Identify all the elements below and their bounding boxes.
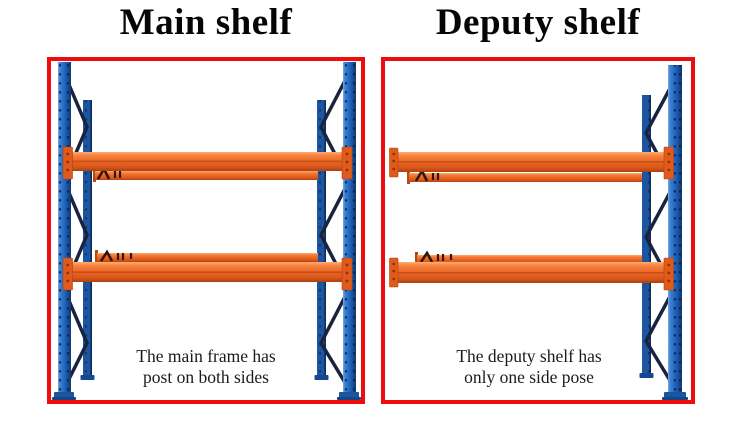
deputy-shelf-title: Deputy shelf xyxy=(435,2,641,43)
pallet-rack-one-post-illustration xyxy=(389,65,688,400)
caption-line: The main frame has xyxy=(136,346,276,367)
beam-level-2 xyxy=(62,249,353,291)
frame-braces xyxy=(643,79,676,389)
caption-line: The deputy shelf has xyxy=(456,346,602,367)
rear-posts xyxy=(80,100,329,380)
beam-level-2 xyxy=(389,250,674,291)
deputy-shelf-caption: The deputy shelf has only one side pose xyxy=(376,346,682,387)
main-shelf-title: Main shelf xyxy=(119,2,293,43)
caption-line: only one side pose xyxy=(464,366,594,387)
frame-braces xyxy=(62,71,351,391)
beam-level-1 xyxy=(389,146,674,184)
main-shelf-caption: The main frame has post on both sides xyxy=(51,346,361,387)
pallet-rack-both-posts-illustration xyxy=(52,62,361,400)
main-shelf-panel: The main frame has post on both sides xyxy=(47,57,365,404)
front-posts xyxy=(52,62,361,400)
caption-line: post on both sides xyxy=(143,366,269,387)
deputy-shelf-panel: The deputy shelf has only one side pose xyxy=(381,57,695,404)
beam-level-1 xyxy=(62,146,353,182)
